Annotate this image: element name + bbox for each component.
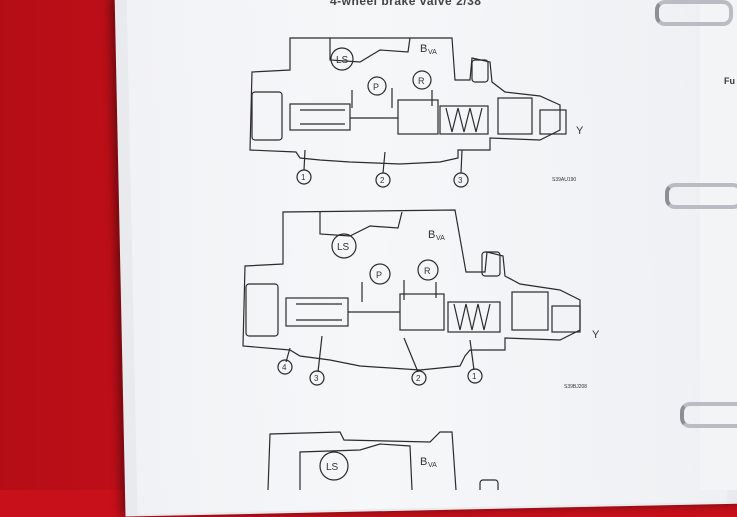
- d1-r-label: R: [418, 76, 425, 86]
- d1-callout-3: 3: [458, 176, 463, 185]
- d2-port-y: Y: [592, 329, 600, 341]
- d2-callout-4: 4: [282, 363, 287, 372]
- d2-bva-sub: VA: [436, 235, 445, 242]
- diagram-3: [267, 431, 499, 490]
- page-heading: 4-wheel brake valve 2/38: [330, 0, 482, 8]
- d2-callout-3: 3: [314, 374, 319, 383]
- diagram-1: [249, 37, 567, 188]
- d1-callout-1: 1: [301, 173, 306, 182]
- d1-ls-label: LS: [336, 55, 349, 66]
- d1-figure-code: S39AU190: [552, 177, 576, 183]
- binder-ring-3: [680, 402, 737, 428]
- binder-ring-2: [665, 183, 737, 209]
- side-heading: Fu: [724, 76, 735, 86]
- d2-r-label: R: [424, 266, 431, 276]
- valve-diagrams: LS B VA P R Y 1 2 3 S39AU190 LS B VA P R…: [242, 37, 600, 490]
- d1-port-y: Y: [576, 125, 584, 137]
- d3-bva-label: B: [420, 456, 427, 468]
- binder-ring-1: [655, 0, 733, 26]
- d2-bva-label: B: [428, 229, 435, 241]
- d3-bva-sub: VA: [428, 462, 437, 469]
- d2-callout-2: 2: [416, 374, 421, 383]
- facing-page: Fu: [700, 0, 737, 490]
- d2-p-label: P: [376, 270, 382, 280]
- d1-bva-sub: VA: [428, 49, 437, 56]
- diagram-2: [242, 209, 581, 386]
- d3-ls-label: LS: [326, 462, 339, 473]
- d1-bva-label: B: [420, 43, 427, 55]
- d2-figure-code: S39BJ208: [564, 384, 587, 390]
- d2-callout-1: 1: [472, 372, 477, 381]
- d2-ls-label: LS: [337, 242, 350, 253]
- d1-callout-2: 2: [380, 176, 385, 185]
- d1-p-label: P: [373, 82, 379, 92]
